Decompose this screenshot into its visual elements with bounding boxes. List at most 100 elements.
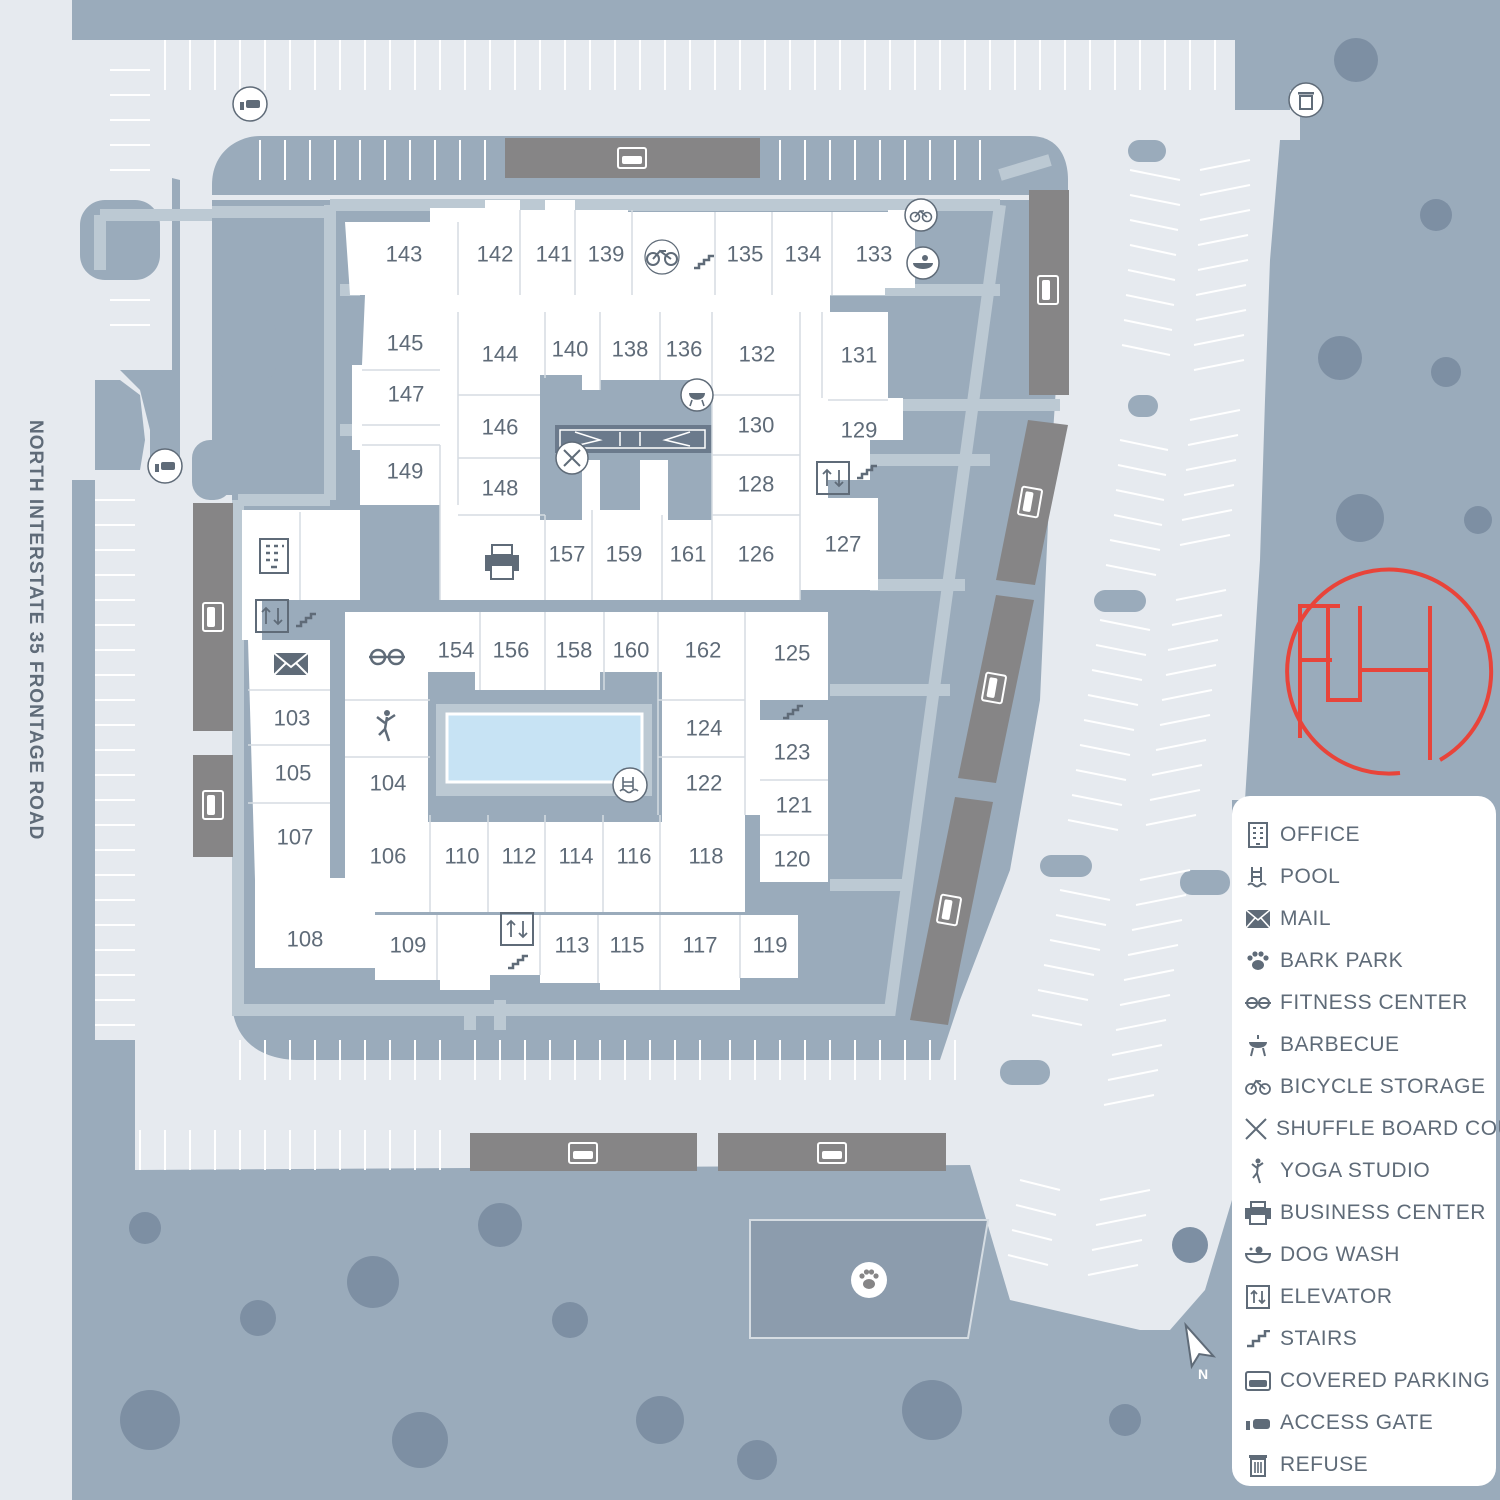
bicycle-icon [904,198,938,232]
legend-item-barbecue[interactable]: BARBECUE [1244,1024,1494,1066]
unit-label[interactable]: 130 [738,413,775,438]
stairs-icon [1244,1325,1272,1353]
unit-label[interactable]: 115 [609,933,644,958]
legend-label: REFUSE [1280,1453,1369,1476]
unit-label[interactable]: 127 [825,532,862,557]
access-gate-icon [232,86,268,122]
unit-label[interactable]: 135 [727,242,764,267]
unit-label[interactable]: 159 [606,542,643,567]
unit-label[interactable]: 158 [556,638,593,663]
unit-label[interactable]: 112 [501,844,536,869]
covered-parking-icon [202,602,224,632]
unit-label[interactable]: 133 [856,242,893,267]
unit-label[interactable]: 106 [370,844,407,869]
legend-item-shuffle-board-court[interactable]: SHUFFLE BOARD COURT [1244,1108,1500,1150]
legend-item-bark-park[interactable]: BARK PARK [1244,940,1494,982]
covered-parking-icon [817,1142,847,1164]
unit-label[interactable]: 140 [552,337,589,362]
unit-label[interactable]: 122 [686,771,723,796]
unit-label[interactable]: 125 [774,641,811,666]
unit-label[interactable]: 119 [752,933,787,958]
legend-item-business-center[interactable]: BUSINESS CENTER [1244,1192,1494,1234]
unit-label[interactable]: 109 [390,933,427,958]
unit-labels: 143 142 141 139 135 134 133 145 147 149 … [274,242,893,958]
carport-east-2 [996,420,1068,585]
legend-item-stairs[interactable]: STAIRS [1244,1318,1494,1360]
unit-label[interactable]: 104 [370,771,407,796]
pool [445,712,644,784]
unit-label[interactable]: 132 [739,342,776,367]
unit-label[interactable]: 124 [686,716,723,741]
paw-icon [1244,947,1272,975]
fh-logo: FH [1285,567,1494,776]
unit-label[interactable]: 113 [554,933,589,958]
unit-label[interactable]: 162 [685,638,722,663]
unit-label[interactable]: 139 [588,242,625,267]
covered-parking-icon [936,893,962,927]
unit-label[interactable]: 142 [477,242,514,267]
unit-label[interactable]: 147 [388,382,425,407]
trees [120,38,1492,1480]
legend-label: BARBECUE [1280,1033,1400,1056]
unit-label[interactable]: 144 [482,342,519,367]
unit-label[interactable]: 131 [841,343,878,368]
unit-label[interactable]: 161 [670,542,707,567]
unit-label[interactable]: 117 [682,933,717,958]
unit-label[interactable]: 116 [616,844,651,869]
unit-label[interactable]: 157 [549,542,586,567]
unit-label[interactable]: 105 [275,761,312,786]
building-footprint [242,200,915,990]
legend-label: BICYCLE STORAGE [1280,1075,1486,1098]
unit-label[interactable]: 126 [738,542,775,567]
unit-label[interactable]: 156 [493,638,530,663]
legend-item-elevator[interactable]: ELEVATOR [1244,1276,1494,1318]
legend-item-mail[interactable]: MAIL [1244,898,1494,940]
legend-item-dog-wash[interactable]: DOG WASH [1244,1234,1494,1276]
legend-item-access-gate[interactable]: ACCESS GATE [1244,1402,1494,1444]
legend-label: BUSINESS CENTER [1280,1201,1486,1224]
unit-label[interactable]: 136 [666,337,703,362]
unit-label[interactable]: 128 [738,472,775,497]
legend-item-office[interactable]: OFFICE [1244,814,1494,856]
elevator-icon [255,599,289,633]
yoga-icon [1244,1157,1272,1185]
logo-text: FH [1382,689,1384,691]
unit-label[interactable]: 114 [558,844,593,869]
unit-label[interactable]: 141 [536,242,573,267]
legend-label: ACCESS GATE [1280,1411,1434,1434]
legend-label: FITNESS CENTER [1280,991,1468,1014]
unit-label[interactable]: 118 [688,844,723,869]
unit-label[interactable]: 146 [482,415,519,440]
legend-label: COVERED PARKING [1280,1369,1491,1392]
unit-label[interactable]: 123 [774,740,811,765]
legend-item-bicycle-storage[interactable]: BICYCLE STORAGE [1244,1066,1494,1108]
walkways [94,154,1060,1030]
legend-item-fitness-center[interactable]: FITNESS CENTER [1244,982,1494,1024]
legend-item-yoga-studio[interactable]: YOGA STUDIO [1244,1150,1494,1192]
legend-item-pool[interactable]: POOL [1244,856,1494,898]
unit-label[interactable]: 103 [274,706,311,731]
grill-icon [680,378,714,412]
legend-item-covered-parking[interactable]: COVERED PARKING [1244,1360,1494,1402]
stairs-icon [694,254,714,270]
unit-label[interactable]: 134 [785,242,822,267]
unit-label[interactable]: 108 [287,927,324,952]
legend-label: MAIL [1280,907,1332,930]
unit-label[interactable]: 110 [444,844,479,869]
unit-label[interactable]: 160 [613,638,650,663]
legend-item-refuse[interactable]: REFUSE [1244,1444,1494,1486]
stairs-icon [508,954,528,970]
unit-label[interactable]: 138 [612,337,649,362]
unit-label[interactable]: 148 [482,476,519,501]
unit-label[interactable]: 107 [277,825,314,850]
covered-parking-icon [1244,1367,1272,1395]
covered-parking-icon [981,671,1007,705]
trash-icon [1288,82,1324,118]
unit-label[interactable]: 145 [387,331,424,356]
unit-label[interactable]: 149 [387,459,424,484]
unit-label[interactable]: 120 [774,847,811,872]
unit-label[interactable]: 154 [438,638,475,663]
unit-label[interactable]: 129 [841,418,878,443]
unit-label[interactable]: 143 [386,242,423,267]
unit-label[interactable]: 121 [776,793,813,818]
